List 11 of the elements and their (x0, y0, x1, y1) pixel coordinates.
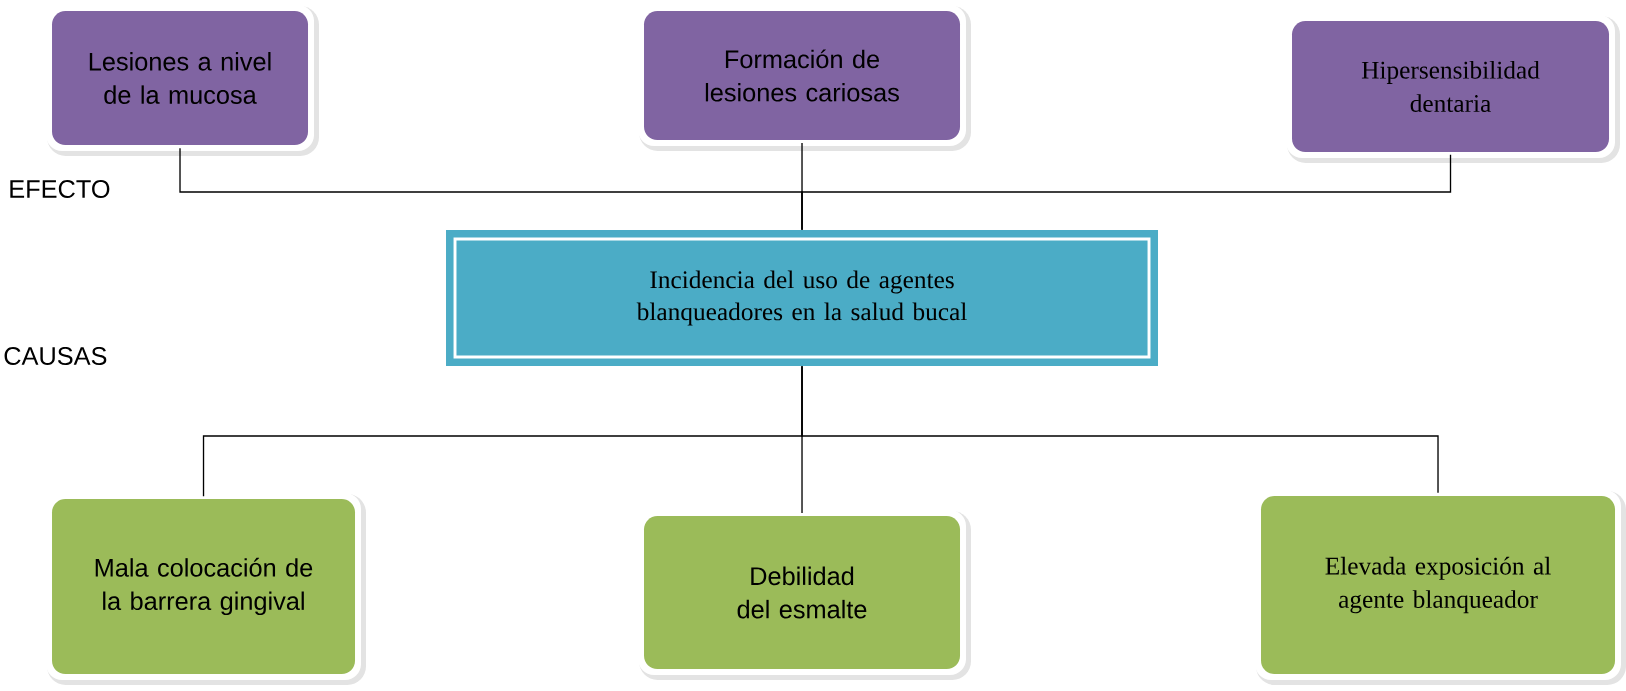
problem-box: Incidencia del uso de agentes blanqueadores en la salud bucal (446, 230, 1158, 366)
connector-line (801, 365, 1439, 494)
cause-box: Elevada exposición al agente blanqueador (1255, 490, 1626, 685)
connector-line (801, 154, 1452, 231)
effect-box: Formación de lesiones cariosas (638, 5, 971, 151)
cause-box: Mala colocación de la barrera gingival (46, 493, 366, 685)
section-label: EFECTO (10, 180, 110, 198)
section-label: CAUSAS (4, 347, 107, 365)
cause-box: Debilidad del esmalte (638, 510, 971, 680)
effect-box: Hipersensibilidad dentaria (1286, 15, 1620, 163)
effect-box: Lesiones a nivel de la mucosa (46, 5, 319, 156)
